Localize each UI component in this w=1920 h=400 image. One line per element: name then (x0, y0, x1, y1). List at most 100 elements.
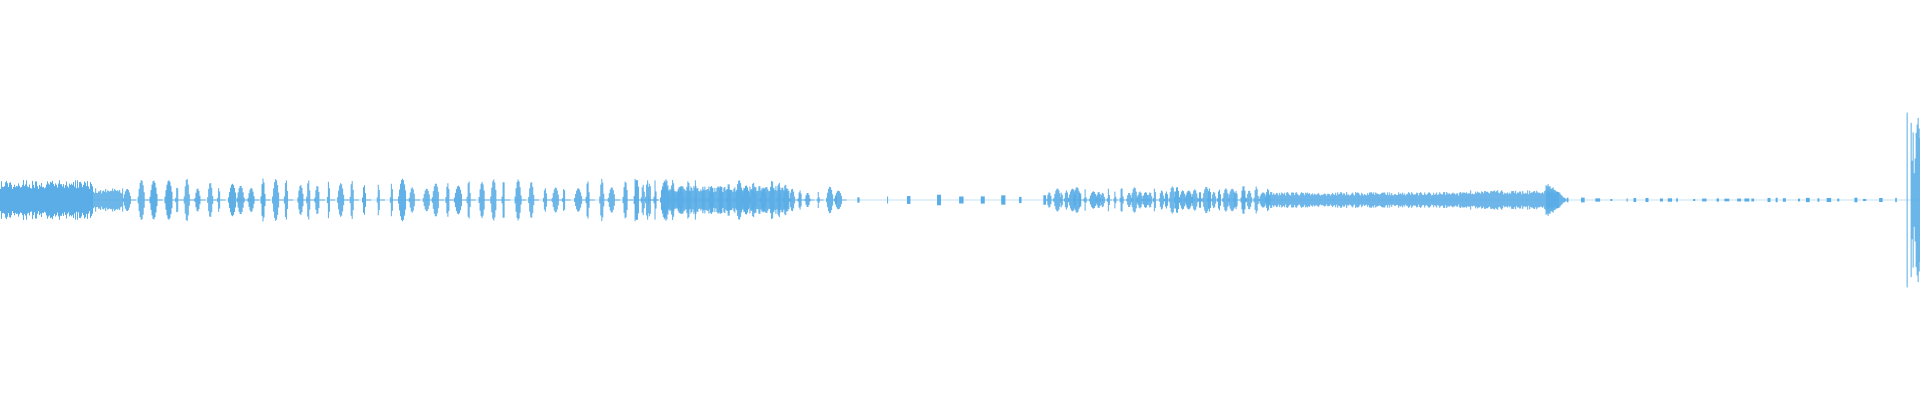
waveform-bar (392, 199, 399, 201)
waveform-bar (1225, 188, 1227, 212)
waveform-bar (1522, 191, 1524, 209)
waveform-bar (306, 196, 308, 204)
waveform-bar (752, 188, 754, 212)
waveform-bar (804, 198, 806, 202)
waveform-bar (544, 188, 546, 212)
waveform-bar (610, 187, 612, 213)
waveform-bar (672, 190, 674, 210)
waveform-bar (1229, 191, 1231, 209)
waveform-bar (1667, 198, 1673, 202)
waveform-bar (1095, 198, 1097, 202)
waveform-bar (1817, 198, 1820, 202)
waveform-bar (151, 184, 153, 216)
waveform-bar (1372, 193, 1374, 207)
waveform-bar (1174, 197, 1176, 203)
waveform-bar (1313, 195, 1315, 205)
waveform-bar (239, 185, 241, 215)
waveform-bar (1168, 197, 1170, 203)
waveform-bar (1775, 197, 1778, 203)
waveform-bar (85, 182, 86, 218)
waveform-bar (689, 191, 691, 209)
waveform-bar (102, 191, 104, 209)
waveform-bar (408, 197, 410, 203)
waveform-bar (152, 181, 154, 219)
waveform-bar (552, 193, 554, 207)
waveform-bar (686, 190, 688, 210)
waveform-bar (1365, 194, 1367, 206)
waveform-bar (1253, 197, 1255, 203)
waveform-bar (1270, 192, 1272, 208)
waveform-bar (1547, 184, 1549, 216)
waveform-bar (627, 199, 634, 201)
waveform-bar (715, 191, 717, 209)
waveform-bar (1334, 194, 1336, 206)
waveform-bar (772, 187, 774, 213)
waveform-bar (60, 184, 61, 216)
waveform-bar (1525, 192, 1527, 208)
waveform-bar (107, 190, 109, 210)
waveform-bar (1210, 192, 1212, 208)
waveform-bar (608, 193, 610, 207)
waveform-bar (683, 188, 685, 212)
waveform-bar (1121, 188, 1123, 212)
waveform-bar (1554, 189, 1556, 211)
waveform-bar (1071, 189, 1073, 211)
waveform-bar (141, 180, 143, 220)
waveform-bar (1147, 198, 1149, 202)
waveform-bar (1073, 193, 1075, 207)
waveform-bar (111, 190, 113, 210)
waveform-bar (1355, 192, 1357, 208)
waveform-bar (186, 179, 188, 221)
waveform-bar (480, 183, 482, 217)
waveform-bar (1486, 191, 1488, 209)
waveform-bar (579, 189, 581, 211)
waveform-bar (58, 183, 59, 217)
waveform-bar (274, 182, 276, 218)
waveform-bar (1467, 193, 1469, 207)
waveform-bar (1410, 194, 1412, 206)
waveform-bar (93, 191, 95, 209)
waveform-bar (428, 194, 430, 206)
waveform-bar (828, 188, 830, 212)
waveform-bar (1539, 192, 1541, 208)
waveform-bar (1309, 193, 1311, 207)
waveform-bar (1445, 194, 1447, 206)
waveform-bar (1104, 199, 1108, 201)
waveform-bar (1181, 191, 1183, 209)
waveform-bar (1481, 191, 1483, 209)
waveform-bar (753, 191, 755, 209)
waveform-bar (1207, 198, 1209, 202)
waveform-bar (1521, 194, 1523, 206)
waveform-bar (1394, 194, 1396, 206)
waveform-bar (622, 196, 624, 204)
waveform-bar (766, 186, 768, 214)
waveform-bar (1520, 191, 1522, 209)
waveform-bar (52, 180, 53, 220)
waveform-bar (326, 196, 328, 204)
waveform-bar (838, 191, 840, 209)
waveform-bar (1081, 199, 1084, 201)
waveform-bar (283, 196, 285, 204)
waveform-bar (700, 189, 702, 211)
waveform-bar (1193, 190, 1195, 210)
waveform-bar (232, 183, 234, 217)
waveform-bar (1084, 189, 1086, 211)
waveform-bar (403, 180, 405, 220)
waveform-bar (362, 187, 364, 213)
waveform-bar (1489, 193, 1491, 207)
waveform-bar (1231, 188, 1233, 212)
waveform-bar (1265, 198, 1267, 202)
waveform-bar (1442, 194, 1444, 206)
waveform-bar (1580, 197, 1585, 203)
waveform-bar (1724, 198, 1730, 202)
waveform-bar (154, 182, 156, 218)
waveform-bar (937, 194, 941, 206)
waveform-bar (581, 199, 588, 201)
waveform-bar (1545, 185, 1547, 215)
waveform-bar (563, 189, 565, 211)
waveform-bar (329, 199, 336, 201)
waveform-bar (1362, 194, 1364, 206)
waveform-bar (1340, 192, 1342, 208)
